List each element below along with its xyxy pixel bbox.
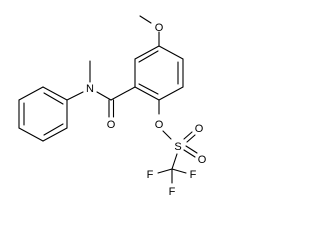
phenyl-bond-5-inner [43,123,64,136]
phenyl-bond-5 [42,127,68,142]
ring-bond-6-inner [138,50,159,63]
molecule-structure: O N O O S O O F F F [18,15,207,198]
atom-f-bottom: F [169,186,176,198]
bond-c-f-right [171,168,187,174]
bond-s-o-1b [186,134,196,143]
atom-o-sulfonyl-1: O [195,123,204,135]
bond-n-phenyl [66,91,84,101]
bond-s-o-2a [185,145,198,154]
atom-s: S [174,141,181,153]
ring-bond-1 [158,45,184,60]
atom-n-amide: N [86,83,94,95]
ring-bond-3 [158,86,184,101]
ring-bond-4 [134,86,160,101]
bonds [18,15,198,184]
phenyl-bond-1-inner [43,92,64,105]
bond-carbonyl-n [96,91,112,101]
atom-f-right: F [190,169,197,181]
phenyl-bond-4 [18,127,44,142]
atom-f-left: F [147,169,154,181]
atom-o-ester: O [155,119,164,131]
ring-bond-6 [134,45,160,60]
atom-labels: O N O O S O O F F F [86,22,207,198]
bond-s-cf3 [171,153,178,170]
atom-o-methoxy: O [155,22,164,34]
bond-s-o-2b [183,149,196,158]
bond-c-f-left [157,168,173,174]
bond-o-s [162,130,172,140]
bond-ring-carbonyl [110,86,136,101]
ring-bond-4-inner [138,83,159,95]
bond-s-o-1a [183,131,193,140]
bond-methyl-o [139,15,152,24]
phenyl-bond-1 [42,86,68,101]
atom-o-carbonyl: O [107,119,116,131]
phenyl-bond-2 [18,86,44,101]
atom-o-sulfonyl-2: O [198,154,207,166]
